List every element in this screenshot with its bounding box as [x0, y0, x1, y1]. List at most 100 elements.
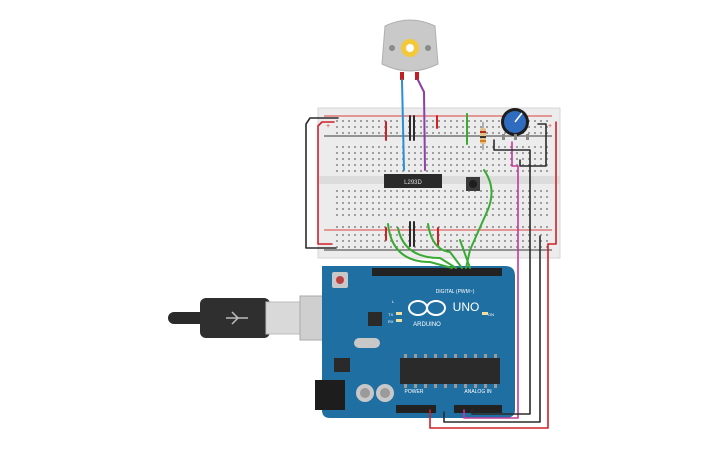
breadboard-hole[interactable] [444, 126, 446, 128]
breadboard-hole[interactable] [378, 240, 380, 242]
breadboard-hole[interactable] [420, 246, 422, 248]
breadboard-hole[interactable] [468, 234, 470, 236]
breadboard-hole[interactable] [516, 190, 518, 192]
breadboard-hole[interactable] [384, 226, 386, 228]
breadboard-hole[interactable] [510, 152, 512, 154]
breadboard-hole[interactable] [420, 120, 422, 122]
breadboard-hole[interactable] [522, 170, 524, 172]
breadboard-hole[interactable] [348, 196, 350, 198]
breadboard-hole[interactable] [366, 246, 368, 248]
breadboard-hole[interactable] [444, 120, 446, 122]
breadboard-hole[interactable] [462, 226, 464, 228]
breadboard-hole[interactable] [492, 226, 494, 228]
breadboard-hole[interactable] [480, 120, 482, 122]
breadboard-hole[interactable] [426, 164, 428, 166]
breadboard-hole[interactable] [432, 164, 434, 166]
breadboard-hole[interactable] [468, 170, 470, 172]
breadboard-hole[interactable] [486, 170, 488, 172]
breadboard-hole[interactable] [492, 158, 494, 160]
breadboard-hole[interactable] [516, 146, 518, 148]
breadboard-hole[interactable] [456, 226, 458, 228]
breadboard-hole[interactable] [378, 126, 380, 128]
breadboard-hole[interactable] [546, 202, 548, 204]
breadboard-hole[interactable] [438, 196, 440, 198]
breadboard-hole[interactable] [510, 214, 512, 216]
breadboard-hole[interactable] [498, 158, 500, 160]
breadboard-hole[interactable] [396, 240, 398, 242]
breadboard-hole[interactable] [444, 164, 446, 166]
breadboard-hole[interactable] [516, 196, 518, 198]
breadboard-hole[interactable] [378, 146, 380, 148]
breadboard-hole[interactable] [462, 208, 464, 210]
breadboard-hole[interactable] [396, 234, 398, 236]
breadboard-hole[interactable] [516, 202, 518, 204]
breadboard-hole[interactable] [384, 146, 386, 148]
breadboard-hole[interactable] [366, 240, 368, 242]
breadboard-hole[interactable] [462, 214, 464, 216]
breadboard-hole[interactable] [468, 214, 470, 216]
breadboard-hole[interactable] [474, 164, 476, 166]
breadboard-hole[interactable] [414, 164, 416, 166]
breadboard-hole[interactable] [468, 158, 470, 160]
breadboard-hole[interactable] [462, 190, 464, 192]
breadboard-hole[interactable] [462, 164, 464, 166]
breadboard-hole[interactable] [336, 240, 338, 242]
wire-blue[interactable] [401, 79, 405, 171]
breadboard-hole[interactable] [546, 152, 548, 154]
breadboard-hole[interactable] [432, 152, 434, 154]
breadboard-hole[interactable] [522, 226, 524, 228]
breadboard-hole[interactable] [402, 226, 404, 228]
breadboard-hole[interactable] [528, 132, 530, 134]
breadboard-hole[interactable] [426, 234, 428, 236]
breadboard-hole[interactable] [342, 226, 344, 228]
breadboard-hole[interactable] [414, 214, 416, 216]
breadboard-hole[interactable] [504, 170, 506, 172]
breadboard-hole[interactable] [342, 196, 344, 198]
breadboard-hole[interactable] [378, 170, 380, 172]
breadboard-hole[interactable] [402, 202, 404, 204]
breadboard-hole[interactable] [510, 146, 512, 148]
breadboard-hole[interactable] [342, 202, 344, 204]
breadboard-hole[interactable] [480, 170, 482, 172]
breadboard-hole[interactable] [540, 196, 542, 198]
breadboard-hole[interactable] [414, 158, 416, 160]
breadboard-hole[interactable] [444, 158, 446, 160]
breadboard-hole[interactable] [444, 132, 446, 134]
breadboard-hole[interactable] [462, 146, 464, 148]
breadboard-hole[interactable] [366, 202, 368, 204]
breadboard-hole[interactable] [384, 208, 386, 210]
breadboard-hole[interactable] [378, 190, 380, 192]
breadboard-hole[interactable] [528, 152, 530, 154]
wire-red[interactable] [317, 121, 335, 245]
breadboard-hole[interactable] [396, 132, 398, 134]
breadboard-hole[interactable] [492, 246, 494, 248]
breadboard-hole[interactable] [336, 234, 338, 236]
breadboard-hole[interactable] [336, 120, 338, 122]
breadboard-hole[interactable] [396, 208, 398, 210]
breadboard-hole[interactable] [366, 126, 368, 128]
breadboard-hole[interactable] [366, 226, 368, 228]
breadboard-hole[interactable] [522, 152, 524, 154]
breadboard-hole[interactable] [432, 146, 434, 148]
breadboard-hole[interactable] [474, 146, 476, 148]
breadboard-hole[interactable] [534, 202, 536, 204]
breadboard-hole[interactable] [474, 120, 476, 122]
breadboard-hole[interactable] [336, 190, 338, 192]
breadboard-hole[interactable] [522, 190, 524, 192]
breadboard-hole[interactable] [450, 132, 452, 134]
breadboard-hole[interactable] [468, 240, 470, 242]
breadboard-hole[interactable] [540, 126, 542, 128]
arduino-board[interactable]: DIGITAL (PWM~) ARDUINO UNO L TX RX ON [315, 266, 515, 418]
breadboard-hole[interactable] [348, 170, 350, 172]
breadboard-hole[interactable] [402, 190, 404, 192]
breadboard-hole[interactable] [456, 158, 458, 160]
breadboard-hole[interactable] [450, 214, 452, 216]
breadboard-hole[interactable] [486, 234, 488, 236]
breadboard-hole[interactable] [534, 234, 536, 236]
breadboard-hole[interactable] [372, 196, 374, 198]
breadboard-hole[interactable] [516, 246, 518, 248]
breadboard-hole[interactable] [486, 132, 488, 134]
breadboard-hole[interactable] [540, 146, 542, 148]
breadboard-hole[interactable] [366, 190, 368, 192]
breadboard-hole[interactable] [480, 240, 482, 242]
